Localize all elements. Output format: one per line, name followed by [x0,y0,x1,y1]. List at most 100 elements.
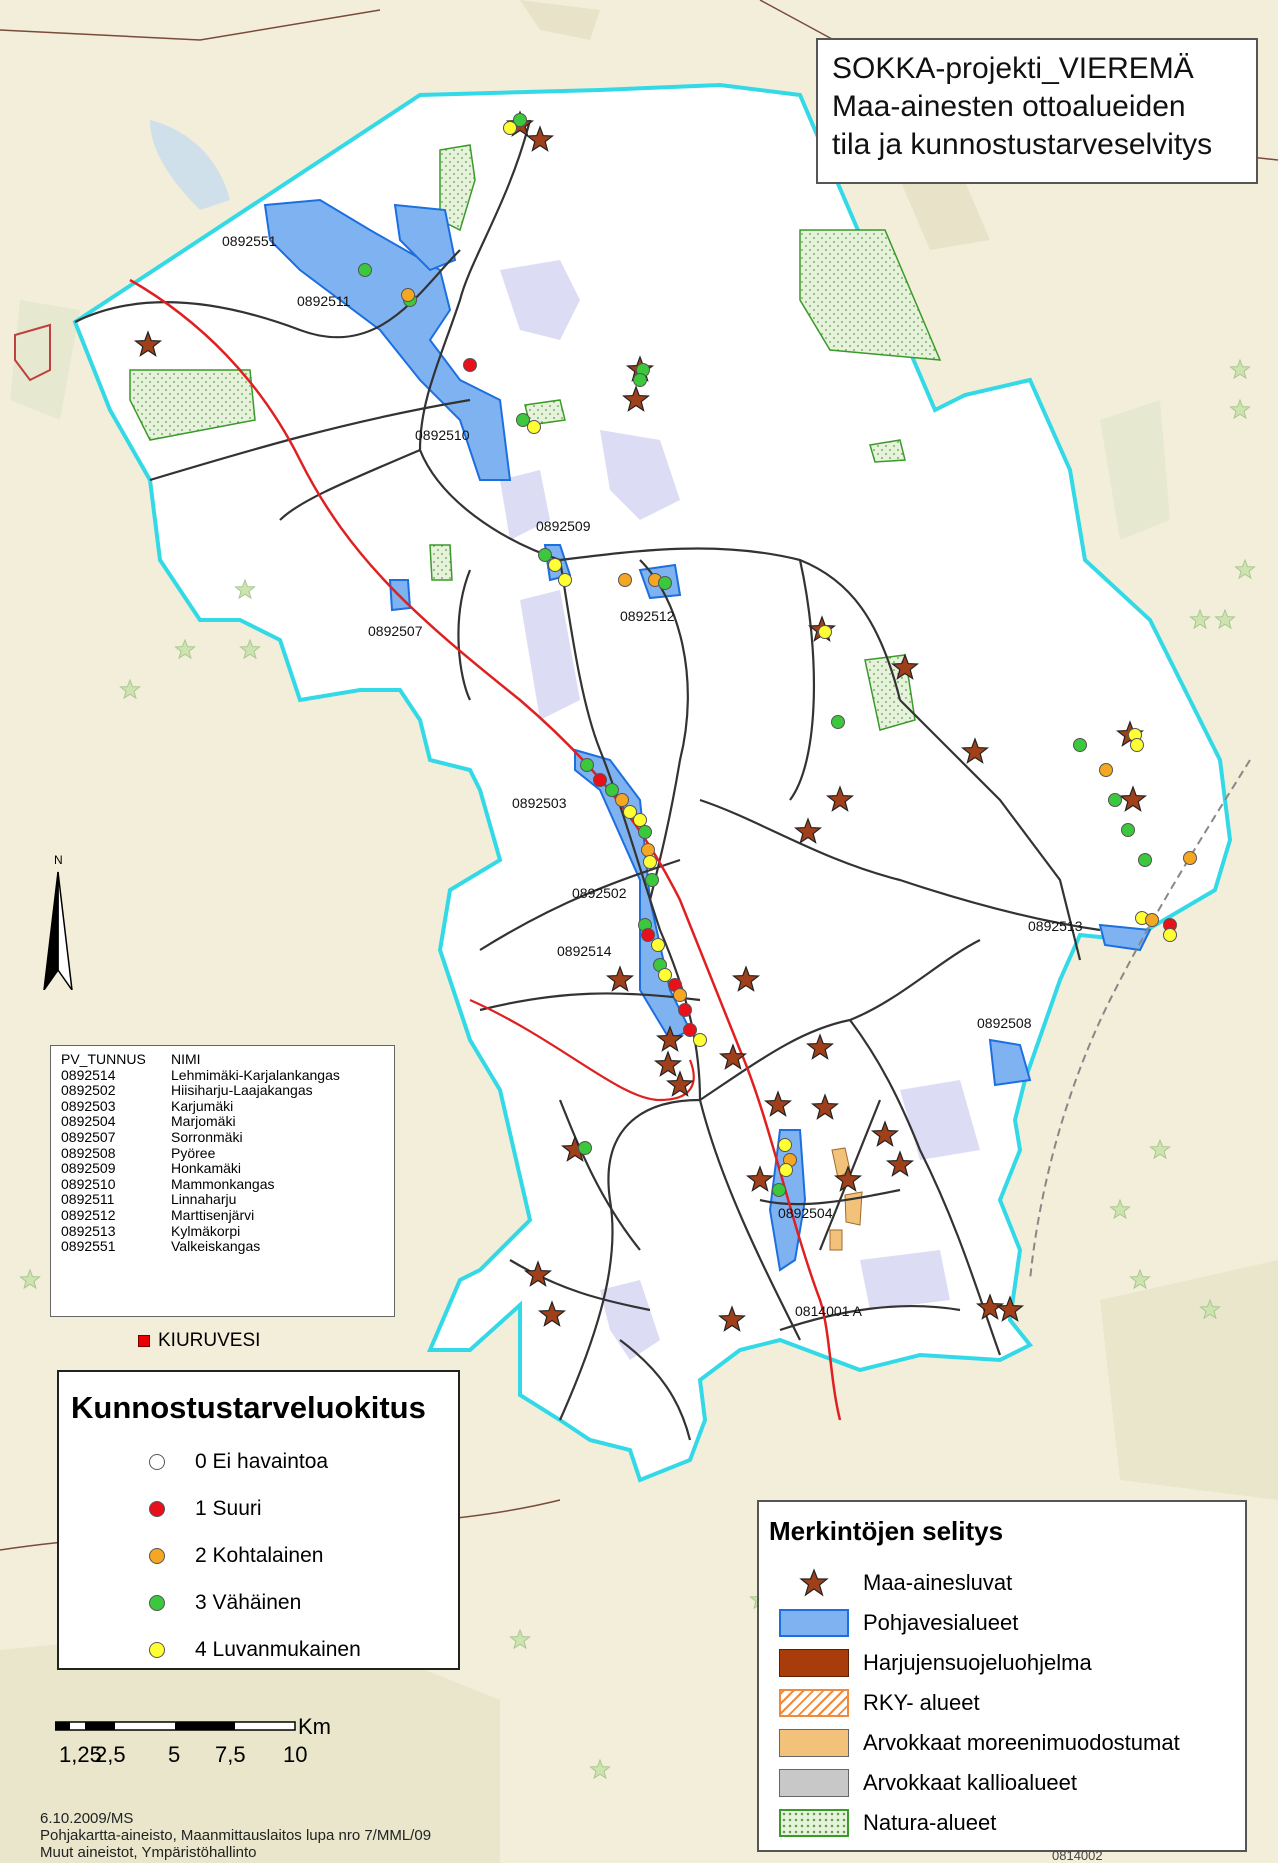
background-star-icon [19,1268,41,1290]
status-point [615,793,629,807]
border-marker [14,323,51,382]
permit-star-icon [621,385,651,412]
permit-star-icon [525,125,555,152]
marks-legend-label: Pohjavesialueet [863,1610,1019,1635]
status-point [548,558,562,572]
marks-legend-label: Natura-alueet [863,1810,997,1835]
status-legend-item-0: 0 Ei havaintoa [149,1448,328,1476]
pv-header-code: PV_TUNNUS [61,1051,146,1067]
status-point [623,805,637,819]
status-legend-title: Kunnostustarveluokitus [71,1390,426,1425]
scale-tick: 2,5 [95,1742,126,1767]
status-point [401,288,415,302]
ridge-swatch-icon [779,1649,849,1677]
pv-code: 0892503 [61,1097,116,1114]
pv-name: Marjomäki [171,1113,236,1130]
pv-name: Honkamäki [171,1160,242,1177]
pv-name: Pyöree [171,1144,216,1161]
pv-code: 0892504 [61,1113,116,1130]
pv-code: 0892511 [61,1191,115,1208]
status-point [658,576,672,590]
pv-name: Kylmäkorpi [171,1222,241,1239]
marks-legend-item-rky: RKY- alueet [779,1686,980,1720]
permit-star-icon [1118,785,1148,812]
status-point [605,783,619,797]
background-star-icon [509,1628,531,1650]
pv-code: 0892551 [61,1238,116,1255]
status-dot-icon [149,1454,165,1470]
status-point [538,548,552,562]
status-point [1121,823,1135,837]
pv-code: 0892509 [61,1160,116,1177]
permit-star-icon [793,817,823,844]
pv-code: 0892507 [61,1128,116,1145]
permit-star-icon [825,785,855,812]
marks-legend-label: RKY- alueet [863,1690,980,1715]
north-arrow: N [43,853,73,990]
permit-star-icon [731,965,761,992]
table-row: 0892504 Marjomäki [61,1114,384,1130]
area-label-0892551: 0892551 [222,233,277,249]
permit-star-icon [537,1300,567,1327]
status-point [641,843,655,857]
background-star-icon [174,638,196,660]
place-kiuruvesi: KIURUVESI [138,1330,260,1352]
marks-legend-title: Merkintöjen selitys [769,1516,1004,1546]
table-row: 0892512 Marttisenjärvi [61,1206,384,1224]
status-point [527,420,541,434]
area-label-0892511: 0892511 [297,293,351,309]
pv-name: Mammonkangas [171,1175,275,1192]
pv-name: Lehmimäki-Karjalankangas [171,1066,340,1083]
railway [1029,759,1251,1281]
area-label-0892509: 0892509 [536,518,591,534]
status-legend-label: 2 Kohtalainen [195,1544,324,1567]
status-point [1138,853,1152,867]
pv-code: 0892502 [61,1082,116,1099]
area-label-0892514: 0892514 [557,943,612,959]
map-title-line-1: SOKKA-projekti_VIEREMÄ [832,52,1194,85]
permit-star-icon [975,1293,1005,1320]
marks-legend-label: Arvokkaat kallioalueet [863,1770,1078,1795]
background-star-icon [1189,608,1211,630]
status-point [641,928,655,942]
marks-legend-item-natura: Natura-alueet [779,1806,996,1840]
status-point [633,373,647,387]
marks-legend-label: Maa-ainesluvat [863,1570,1013,1595]
status-point [645,873,659,887]
background-star-icon [119,678,141,700]
status-point [1108,793,1122,807]
permit-star-icon [890,653,920,680]
marks-legend-item-moraine: Arvokkaat moreenimuodostumat [779,1726,1180,1760]
status-point [778,1138,792,1152]
permit-star-icon [133,330,163,357]
marks-legend: Merkintöjen selitys Maa-ainesluvat Pohja… [757,1500,1247,1852]
marks-legend-item-groundwater: Pohjavesialueet [779,1606,1018,1640]
status-point [772,1183,786,1197]
status-point [463,358,477,372]
area-label-0892503: 0892503 [512,795,567,811]
status-legend-item-3: 3 Vähäinen [149,1589,301,1617]
scale-tick: 5 [168,1742,180,1767]
table-row: 0892509 Honkamäki [61,1161,384,1177]
permit-star-icon [805,1033,835,1060]
permit-star-icon [655,1025,685,1052]
status-point [651,938,665,952]
area-label-0892510: 0892510 [415,427,470,443]
pv-name: Marttisenjärvi [171,1206,255,1223]
status-point [618,573,632,587]
map-title-line-2: Maa-ainesten ottoalueiden [832,90,1186,123]
pv-name: Linnaharju [171,1191,237,1208]
pv-code: 0892512 [61,1206,116,1223]
background-star-icon [1199,1298,1221,1320]
permit-star-icon [960,737,990,764]
table-row: 0892511 Linnaharju [61,1192,384,1208]
background-star-icon [1229,358,1251,380]
marks-legend-label: Harjujensuojeluohjelma [863,1650,1092,1675]
area-label-0814001: 0814001 A [795,1303,862,1319]
